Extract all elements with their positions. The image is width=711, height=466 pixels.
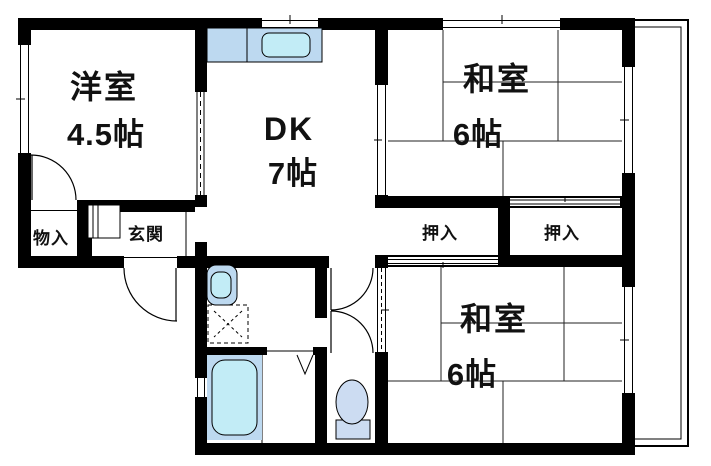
bathtub: [211, 359, 258, 436]
japanese-room-top-size: 6帖: [453, 117, 503, 152]
labels: 洋室 4.5帖 DK 7帖 和室 6帖 和室 6帖 押入 押入 物入 玄関: [33, 61, 580, 392]
door-arc: [330, 310, 374, 354]
balcony-inner-line: [635, 26, 682, 440]
door-arc: [330, 267, 374, 311]
wall-segment: [313, 347, 327, 355]
sliding-door-hall-tatami: [375, 268, 389, 352]
toilet: [335, 379, 371, 440]
window-bathroom: [195, 378, 207, 397]
sliding-doors: [195, 85, 620, 352]
shoe-cabinet: [87, 204, 121, 239]
toilet-bowl: [335, 379, 369, 425]
japanese-room-bottom-label: 和室: [460, 301, 528, 337]
partitions: [87, 204, 263, 443]
door-toilet: [330, 310, 374, 354]
washing-machine-pan: [207, 304, 249, 344]
bathroom: [207, 355, 262, 440]
door-entrance: [123, 256, 178, 322]
window-balcony-top: [620, 67, 635, 173]
western-room-size: 4.5帖: [67, 117, 145, 152]
window-balcony-bottom: [620, 287, 635, 393]
kitchen: [206, 27, 323, 63]
closet-right-label: 押入: [544, 223, 580, 243]
western-room-label: 洋室: [70, 69, 138, 105]
balcony-outer-line: [635, 19, 689, 447]
japanese-room-top-label: 和室: [463, 61, 531, 97]
dk-label: DK: [264, 111, 314, 147]
window-west: [16, 45, 31, 153]
wall-segment: [195, 268, 207, 455]
tatami-line: [388, 30, 622, 196]
folding-door-marker: [296, 354, 314, 376]
door-arc: [30, 154, 77, 201]
storage-label: 物入: [33, 228, 69, 248]
fusuma-closet-right: [510, 196, 620, 206]
door-dk-hall: [330, 267, 374, 311]
tatami-lines: [388, 30, 622, 443]
wall-segment: [315, 268, 327, 318]
door-western-room: [30, 154, 77, 212]
dk-size: 7帖: [268, 156, 318, 191]
wall-segment: [195, 242, 207, 268]
wall-segment: [195, 443, 635, 455]
fusuma-closet-left: [388, 257, 498, 268]
japanese-room-bottom-size: 6帖: [447, 357, 497, 392]
wash-basin-bowl: [210, 271, 232, 299]
window-tatami-top: [443, 15, 560, 30]
door-arc: [123, 267, 178, 322]
wall-segment: [18, 256, 207, 268]
doors: [30, 154, 374, 376]
wall-segment: [315, 347, 327, 455]
kitchen-sink: [261, 32, 311, 58]
balcony: [635, 19, 689, 447]
wall-segment: [498, 196, 510, 267]
washroom: [206, 264, 249, 344]
closet-left-label: 押入: [422, 223, 458, 243]
windows: [16, 15, 635, 397]
sliding-door-western-dk: [195, 92, 207, 195]
entrance-label: 玄関: [128, 224, 164, 244]
tatami-line: [388, 267, 622, 443]
sliding-door-dk-tatami: [374, 85, 388, 195]
wall-segment: [195, 347, 267, 355]
